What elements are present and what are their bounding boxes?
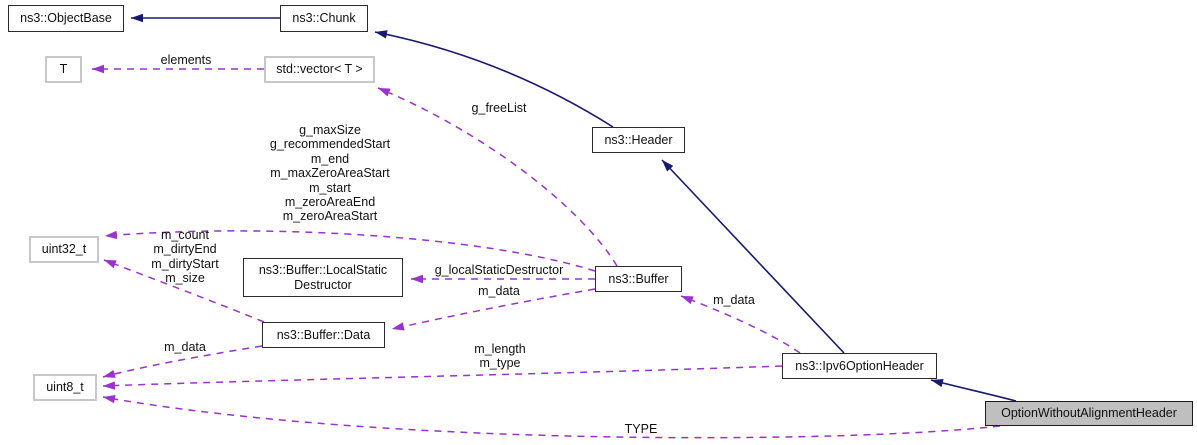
node-ns3-objectbase[interactable]: ns3::ObjectBase <box>8 5 124 32</box>
edge-member-buffer-to-uint32 <box>104 230 596 272</box>
edge-inherit-optionwithoutalignmentheader-to-ipv6optionheader <box>930 378 1017 402</box>
label-bufferdata-mdata: m_data <box>164 340 206 354</box>
node-uint8-t: uint8_t <box>33 374 97 401</box>
label-ipv6-mdata: m_data <box>713 293 755 307</box>
node-uint32-t: uint32_t <box>29 236 99 263</box>
label-type: TYPE <box>624 422 658 436</box>
node-ns3-buffer-data[interactable]: ns3::Buffer::Data <box>262 322 385 348</box>
edge-member-bufferdata-mdata-to-uint8 <box>102 345 263 378</box>
label-g-localstaticdestructor: g_localStaticDestructor <box>434 263 564 277</box>
edge-member-bufferdata-to-uint32 <box>103 259 265 323</box>
node-ns3-buffer[interactable]: ns3::Buffer <box>595 266 682 292</box>
edge-member-g-freelist <box>377 87 618 267</box>
edge-member-ipv6-mlength-mtype-to-uint8 <box>102 365 783 390</box>
edge-member-buffer-mdata-to-bufferdata <box>391 288 596 331</box>
label-g-freelist: g_freeList <box>471 101 527 115</box>
label-bufferdata-uint32-members: m_count m_dirtyEnd m_dirtyStart m_size <box>151 228 219 286</box>
inheritance-edges <box>130 13 1017 402</box>
label-elements: elements <box>160 53 212 67</box>
label-buffer-uint32-members: g_maxSize g_recommendedStart m_end m_max… <box>269 123 391 224</box>
edge-inherit-header-to-chunk <box>374 30 614 128</box>
node-ns3-buffer-localstaticdestructor[interactable]: ns3::Buffer::LocalStatic Destructor <box>243 258 403 297</box>
node-optionwithoutalignmentheader: OptionWithoutAlignmentHeader <box>985 401 1193 426</box>
edge-member-ipv6-mdata-to-buffer <box>680 295 801 354</box>
node-template-t: T <box>45 56 82 83</box>
node-ns3-header[interactable]: ns3::Header <box>592 127 685 153</box>
edge-inherit-ipv6optionheader-to-header <box>661 159 845 354</box>
label-buffer-mdata: m_data <box>478 284 520 298</box>
node-std-vector: std::vector< T > <box>264 56 375 83</box>
usage-edges <box>91 64 1001 439</box>
node-ns3-ipv6optionheader[interactable]: ns3::Ipv6OptionHeader <box>782 353 937 379</box>
node-ns3-chunk[interactable]: ns3::Chunk <box>280 5 368 32</box>
edge-member-owah-type-to-uint8 <box>102 394 1001 439</box>
label-ipv6-uint8-members: m_length m_type <box>474 342 526 371</box>
